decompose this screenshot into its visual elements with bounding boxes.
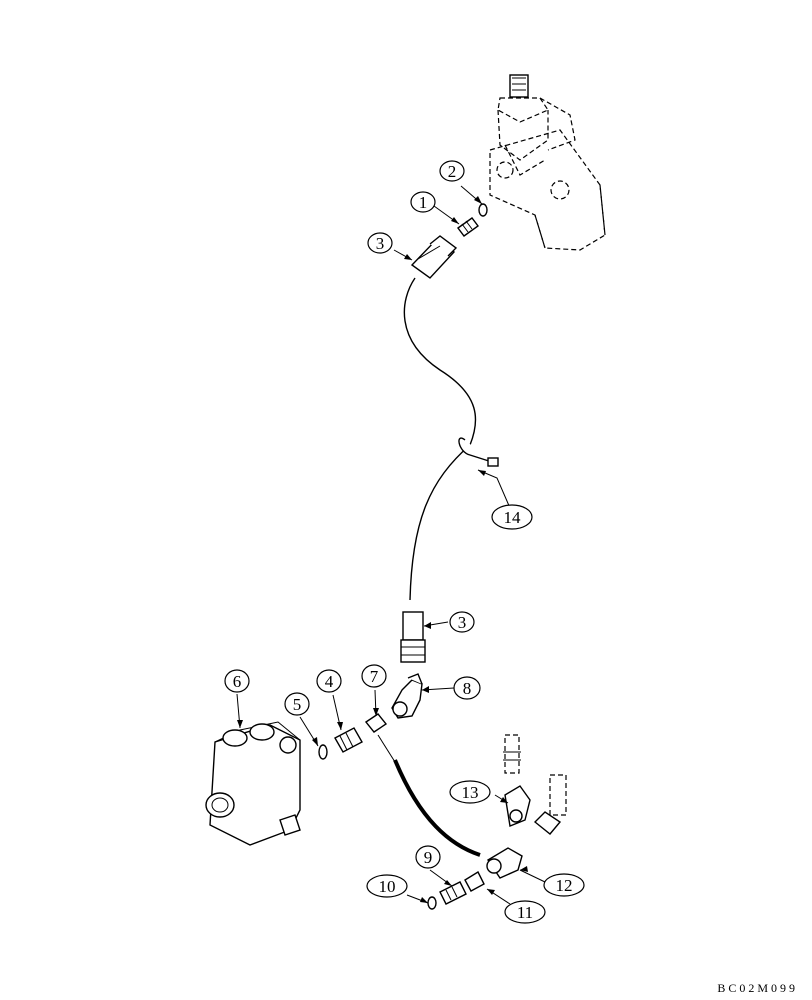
steering-gear-unit xyxy=(489,74,606,251)
adapter-9 xyxy=(439,881,467,905)
callout-9: 9 xyxy=(415,845,441,869)
callout-6: 6 xyxy=(224,669,250,693)
callout-10: 10 xyxy=(366,874,408,898)
oring-5 xyxy=(318,744,328,760)
callout-1: 1 xyxy=(410,191,436,213)
svg-text:8: 8 xyxy=(463,679,472,698)
svg-text:9: 9 xyxy=(424,848,433,867)
svg-text:6: 6 xyxy=(233,672,242,691)
callout-11: 11 xyxy=(504,900,546,924)
svg-text:4: 4 xyxy=(325,672,334,691)
svg-text:14: 14 xyxy=(504,508,522,527)
elbow-fitting xyxy=(391,673,423,719)
svg-text:2: 2 xyxy=(448,162,457,181)
svg-text:11: 11 xyxy=(517,903,533,922)
svg-text:5: 5 xyxy=(293,695,302,714)
svg-text:13: 13 xyxy=(462,783,479,802)
svg-text:10: 10 xyxy=(379,877,396,896)
callout-2: 2 xyxy=(439,160,465,182)
diagram-code: BC02M099 xyxy=(717,981,798,995)
callout-7: 7 xyxy=(361,664,387,688)
adapter-fitting-top xyxy=(457,217,479,237)
direction-arrow xyxy=(393,759,481,857)
hose-clip xyxy=(458,437,499,467)
hose-end-middle xyxy=(400,611,426,663)
callout-3-top: 3 xyxy=(367,232,393,254)
callout-13: 13 xyxy=(449,780,491,804)
svg-text:3: 3 xyxy=(458,613,467,632)
callout-14: 14 xyxy=(491,504,533,530)
callout-12: 12 xyxy=(543,873,585,897)
oring-10 xyxy=(427,896,437,910)
side-tube xyxy=(533,774,567,835)
elbow-fitting-12 xyxy=(486,847,523,879)
callout-4: 4 xyxy=(316,669,342,693)
callout-5: 5 xyxy=(284,692,310,716)
oring-top xyxy=(478,203,488,217)
connector-7 xyxy=(364,713,388,733)
tee-fitting-13 xyxy=(504,785,531,827)
hose-end-top xyxy=(410,235,458,279)
upper-tube xyxy=(503,734,521,774)
svg-text:1: 1 xyxy=(419,193,428,212)
callout-8: 8 xyxy=(453,676,481,700)
svg-text:12: 12 xyxy=(556,876,573,895)
nut-11 xyxy=(464,871,485,892)
callout-3-middle: 3 xyxy=(449,611,475,633)
hose-line xyxy=(403,277,477,601)
svg-text:7: 7 xyxy=(370,667,379,686)
leader-arrowheads xyxy=(237,196,528,903)
valve-block xyxy=(205,721,301,846)
adapter-4 xyxy=(334,727,363,753)
svg-text:3: 3 xyxy=(376,234,385,253)
